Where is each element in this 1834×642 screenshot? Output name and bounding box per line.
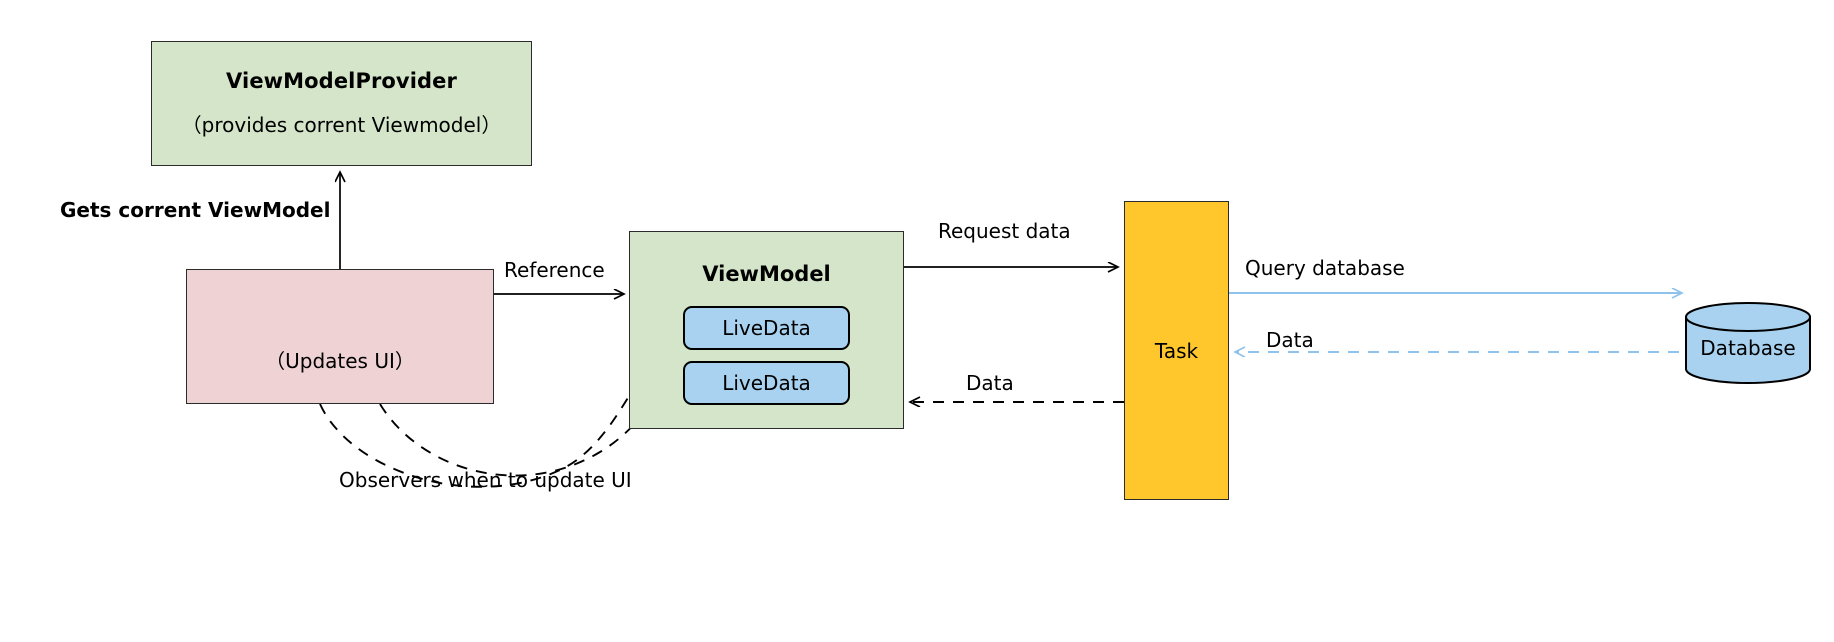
label-data-to-viewmodel: Data (966, 371, 1014, 395)
viewmodel-provider-subtitle: （provides corrent Viewmodel） (181, 113, 502, 137)
livedata-1-label: LiveData (722, 316, 811, 340)
node-livedata-2[interactable]: LiveData (683, 361, 850, 405)
label-gets-current-viewmodel: Gets corrent ViewModel (60, 198, 331, 222)
task-title: Task (1154, 338, 1199, 363)
database-label: Database (1700, 335, 1796, 360)
label-reference: Reference (504, 258, 605, 282)
edge-data-from-database (1235, 352, 1749, 383)
node-viewmodel-provider[interactable]: ViewModelProvider （provides corrent View… (151, 41, 532, 166)
label-query-database: Query database (1245, 256, 1405, 280)
label-observers: Observers when to update UI (339, 468, 632, 492)
node-task[interactable]: Task (1124, 201, 1229, 500)
node-livedata-1[interactable]: LiveData (683, 306, 850, 350)
node-database[interactable]: Database (1686, 303, 1810, 383)
viewmodel-title: ViewModel (702, 262, 831, 286)
livedata-2-label: LiveData (722, 371, 811, 395)
label-request-data: Request data (938, 219, 1071, 243)
label-data-from-database: Data (1266, 328, 1314, 352)
ui-subtitle: （Updates UI） (265, 349, 415, 373)
node-ui[interactable]: （Updates UI） (186, 269, 494, 404)
viewmodel-provider-title: ViewModelProvider (226, 69, 457, 93)
node-viewmodel[interactable]: ViewModel LiveData LiveData (629, 231, 904, 429)
edge-observers-upper (379, 398, 670, 477)
